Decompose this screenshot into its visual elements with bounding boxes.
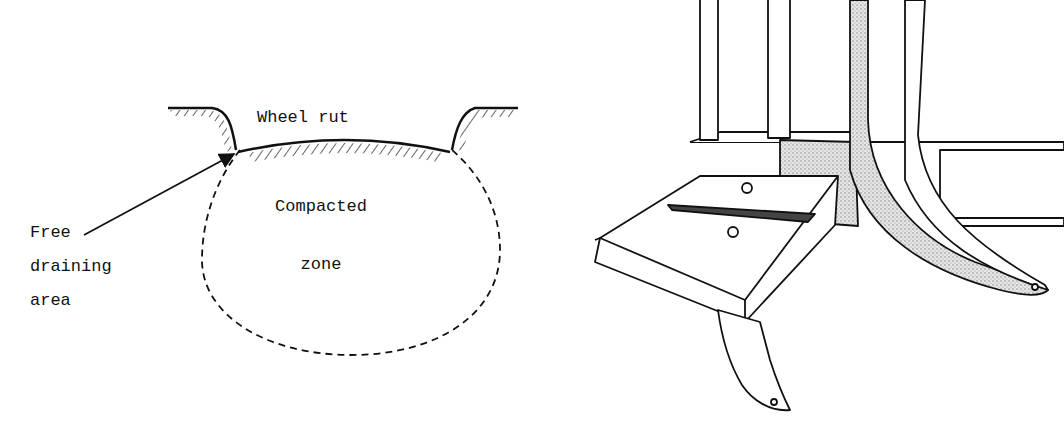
rut-label: Wheel rut	[257, 106, 397, 130]
zone-name: Compacted zone	[256, 178, 386, 294]
zone-label: Free draining area	[30, 216, 130, 318]
compacted-zone-outline: Compacted zone	[196, 140, 506, 362]
subsoiler-tine	[595, 0, 1064, 410]
leader-arrow	[84, 154, 234, 235]
dashed-outline	[196, 140, 506, 362]
